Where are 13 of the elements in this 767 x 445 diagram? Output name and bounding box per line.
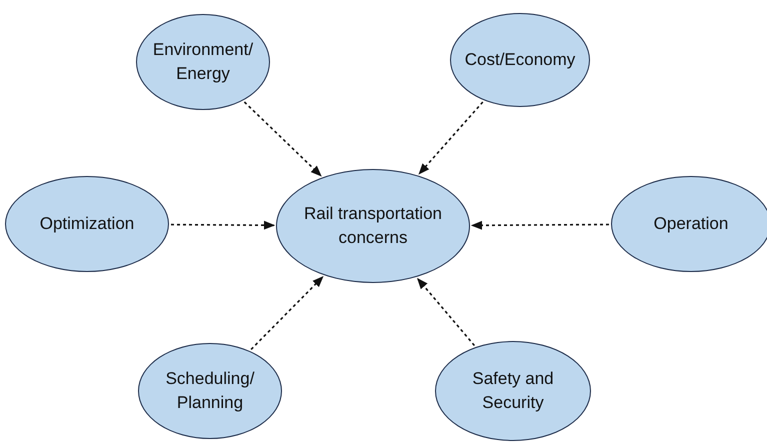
- node-label: Optimization: [38, 213, 136, 235]
- dashed-arrow: [470, 220, 609, 230]
- node-label: Cost/Economy: [464, 49, 576, 71]
- dashed-arrow: [171, 220, 276, 230]
- node-label: Rail transportation concerns: [303, 203, 443, 249]
- node-label: Scheduling/ Planning: [164, 368, 256, 414]
- dashed-arrow: [250, 276, 324, 350]
- node-label: Safety and Security: [471, 368, 555, 414]
- node-label: Operation: [652, 213, 730, 235]
- dashed-arrow: [418, 101, 484, 175]
- dashed-arrow: [244, 101, 322, 177]
- dashed-arrow: [416, 278, 475, 346]
- node-label: Environment/ Energy: [152, 39, 254, 85]
